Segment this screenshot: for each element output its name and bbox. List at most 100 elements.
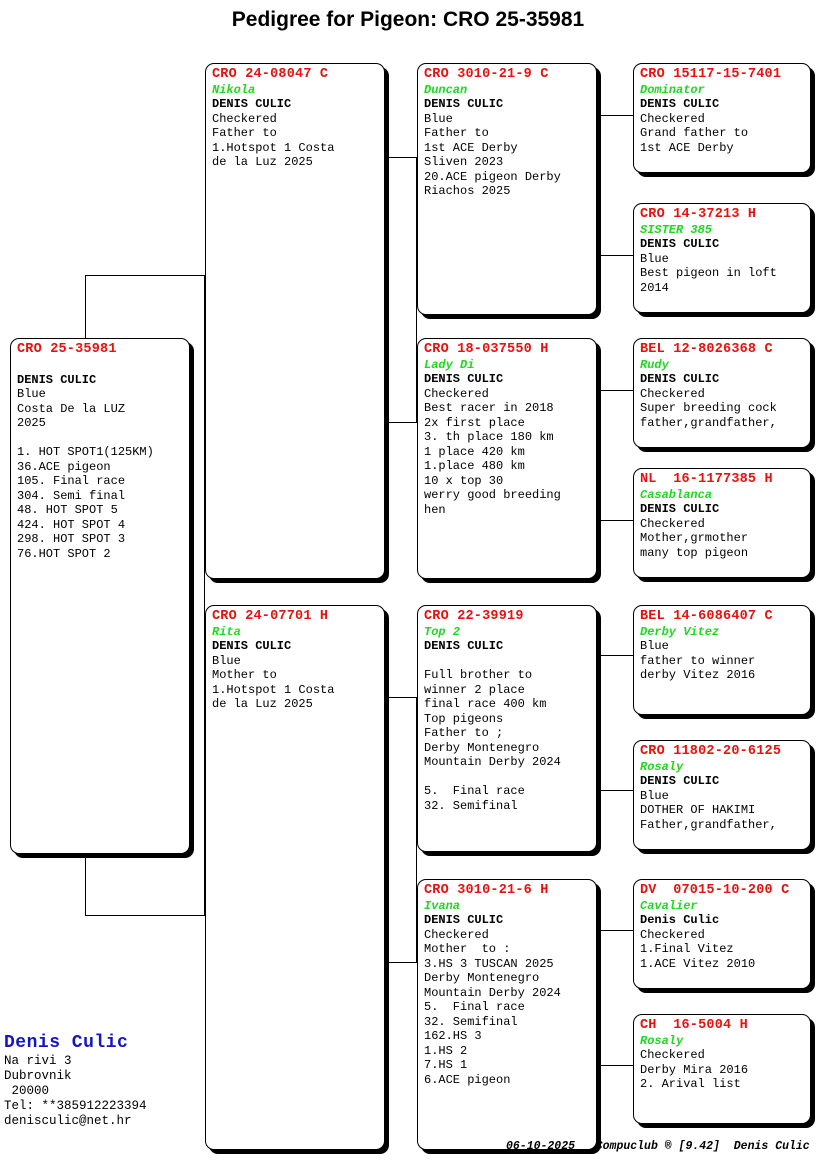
pedigree-box-mm-father[interactable]: DV 07015-10-200 C Cavalier Denis Culic C…	[633, 879, 811, 989]
text-line: 1st ACE Derby	[640, 140, 734, 155]
text-line: Top pigeons	[424, 711, 504, 726]
text-line: Checkered	[640, 516, 705, 531]
connector-g2ff-b	[598, 255, 634, 256]
text-line: 3.HS 3 TUSCAN 2025	[424, 956, 554, 971]
text-line: werry good breeding	[424, 488, 561, 502]
nickname: Rita	[212, 625, 241, 639]
text-line: final race 400 km	[424, 697, 547, 711]
text-line: Checkered	[424, 386, 489, 401]
footer-bar: 06-10-2025 Compuclub ® [9.42] Denis Culi…	[506, 1140, 810, 1153]
pedigree-box-fm-mother[interactable]: NL 16-1177385 H Casablanca DENIS CULIC C…	[633, 468, 811, 578]
connector-g2fm-spine	[598, 390, 599, 520]
nickname: Ivana	[424, 899, 461, 913]
connector-g2mf-b	[598, 790, 634, 791]
connector-g1f-stub	[416, 157, 417, 422]
pedigree-box-mother-father[interactable]: CRO 22-39919 Top 2 DENIS CULIC Full brot…	[417, 605, 597, 852]
owner-name: DENIS CULIC	[212, 639, 292, 653]
text-line: Derby Montenegro	[424, 740, 540, 755]
nickname: Rosaly	[640, 1034, 684, 1048]
connector-subject-stub	[204, 275, 205, 915]
footer-user: Denis Culic	[733, 1140, 810, 1153]
text-line: DOTHER OF HAKIMI	[640, 803, 756, 817]
text-line: 5. Final race	[424, 1000, 525, 1014]
text-line: 1.ACE Vitez 2010	[640, 956, 756, 971]
text-line: Na rivi 3	[4, 1054, 72, 1068]
text-line	[424, 770, 591, 785]
text-line: 48. HOT SPOT 5	[17, 503, 118, 517]
connector-g1m-stub	[416, 697, 417, 962]
text-line: 1st ACE Derby	[424, 140, 518, 155]
connector-g2mm-b	[598, 1065, 634, 1066]
ring-number: CRO 22-39919	[424, 609, 524, 624]
text-line	[424, 654, 591, 669]
text-line: Mother to	[212, 668, 277, 682]
text-line: Checkered	[640, 111, 705, 126]
owner-name: Denis Culic	[640, 913, 720, 927]
owner-name: DENIS CULIC	[212, 97, 292, 111]
text-line: 298. HOT SPOT 3	[17, 532, 126, 546]
nickname: Cavalier	[640, 899, 698, 913]
pedigree-box-mf-mother[interactable]: CRO 11802-20-6125 Rosaly DENIS CULIC Blu…	[633, 740, 811, 850]
connector-subject-in	[85, 915, 205, 916]
text-line: de la Luz 2025	[212, 155, 313, 169]
text-line: Checkered	[640, 1048, 705, 1062]
footer-software: Compuclub ® [9.42]	[595, 1140, 720, 1153]
pedigree-box-father[interactable]: CRO 24-08047 C Nikola DENIS CULIC Checke…	[205, 63, 385, 579]
ring-number: CRO 24-07701 H	[212, 609, 329, 624]
nickname: Derby Vitez	[640, 625, 720, 639]
nickname: Casablanca	[640, 488, 713, 502]
pedigree-box-ff-mother[interactable]: CRO 14-37213 H SISTER 385 DENIS CULIC Bl…	[633, 203, 811, 313]
ring-number: CRO 25-35981	[17, 342, 117, 357]
text-line: Checkered	[424, 927, 489, 942]
ring-number: CRO 14-37213 H	[640, 207, 757, 222]
pedigree-box-father-mother[interactable]: CRO 18-037550 H Lady Di DENIS CULIC Chec…	[417, 338, 597, 579]
text-line: Mother,grmother	[640, 531, 749, 545]
connector-g2mf-spine	[598, 655, 599, 790]
pedigree-box-fm-father[interactable]: BEL 12-8026368 C Rudy DENIS CULIC Checke…	[633, 338, 811, 448]
text-line: Costa De la LUZ	[17, 401, 126, 416]
connector-g2mf-a	[598, 655, 634, 656]
page-title: Pedigree for Pigeon: CRO 25-35981	[231, 8, 585, 31]
ring-number: CRO 3010-21-9 C	[424, 67, 549, 82]
text-line: 2. Arival list	[640, 1077, 741, 1091]
text-line: 424. HOT SPOT 4	[17, 517, 126, 532]
text-line: Father,grandfather,	[640, 817, 777, 832]
text-line: de la Luz 2025	[212, 697, 313, 711]
ring-number: CRO 24-08047 C	[212, 67, 329, 82]
ring-number: BEL 14-6086407 C	[640, 609, 773, 624]
owner-name: DENIS CULIC	[424, 639, 504, 653]
pedigree-box-mother-mother[interactable]: CRO 3010-21-6 H Ivana DENIS CULIC Checke…	[417, 879, 597, 1150]
text-line: 5. Final race	[424, 784, 525, 798]
text-line: Blue	[17, 387, 46, 401]
owner-name: DENIS CULIC	[424, 97, 504, 111]
ring-number: NL 16-1177385 H	[640, 472, 773, 487]
text-line: 2025	[17, 416, 46, 430]
connector-g2mm-a	[598, 930, 634, 931]
text-line: Derby Mira 2016	[640, 1062, 749, 1077]
text-line: hen	[424, 502, 446, 517]
text-line: Checkered	[640, 386, 705, 401]
text-line: Sliven 2023	[424, 155, 504, 169]
connector-g2fm-a	[598, 390, 634, 391]
connector-g2ff-a	[598, 115, 634, 116]
text-line: 2x first place	[424, 415, 525, 430]
pedigree-box-ff-father[interactable]: CRO 15117-15-7401 Dominator DENIS CULIC …	[633, 63, 811, 173]
text-line: Riachos 2025	[424, 184, 511, 198]
text-line: derby Vitez 2016	[640, 668, 756, 682]
nickname: SISTER 385	[640, 223, 713, 237]
connector-g2ff-spine	[598, 115, 599, 255]
text-line: 20.ACE pigeon Derby	[424, 169, 561, 184]
nickname: Nikola	[212, 83, 256, 97]
